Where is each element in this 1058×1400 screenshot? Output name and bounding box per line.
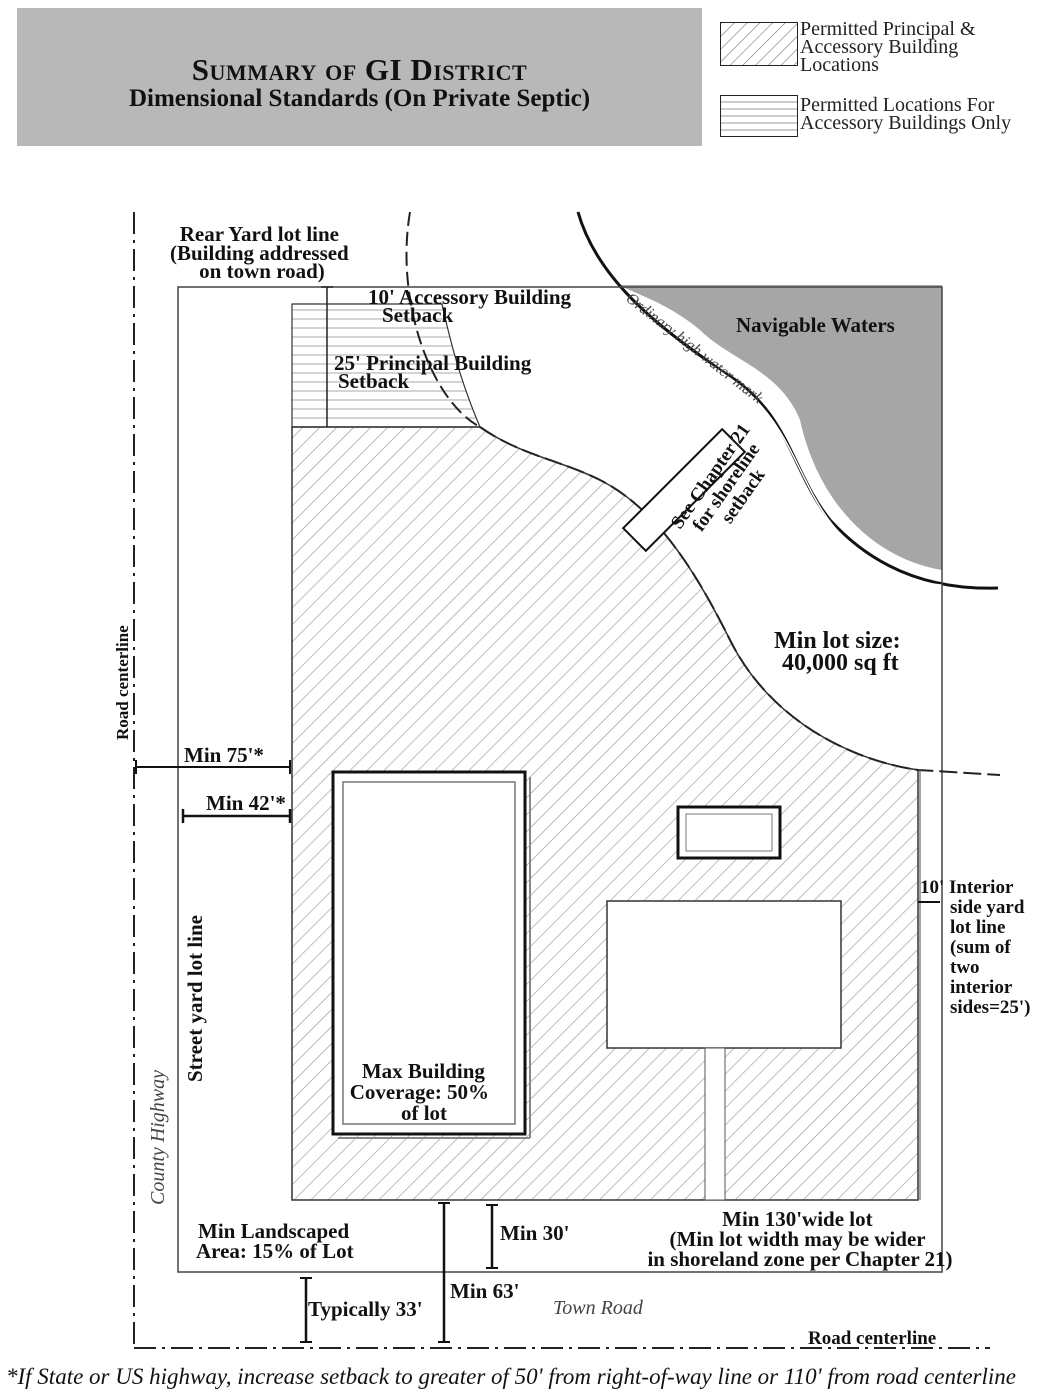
legend-lines-swatch [720,95,798,137]
navigable-waters-label: Navigable Waters [736,313,895,337]
second-building [606,900,842,1049]
min-landscaped-label: Min Landscaped Area: 15% of Lot [196,1219,354,1263]
shoreline-setback-box [621,427,747,553]
legend-hatch-swatch [720,22,798,66]
min-30-label: Min 30' [500,1221,569,1245]
min-75-label: Min 75'* [184,743,264,767]
driveway [704,1047,726,1201]
min-width-label: Min 130'wide lot (Min lot width may be w… [647,1207,952,1271]
accessory-setback-label: 10' Accessory Building Setback [368,285,576,327]
principal-setback-label: 25' Principal Building Setback [334,351,536,393]
title-box: Summary of GI District Dimensional Stand… [17,8,702,146]
rear-yard-label: Rear Yard lot line (Building addressed o… [170,222,354,283]
bottom-road-centerline-label: Road centerline [808,1328,936,1349]
max-coverage-label: Max Building Coverage: 50% of lot [350,1059,495,1125]
town-road-label: Town Road [553,1297,644,1319]
footnote: *If State or US highway, increase setbac… [6,1364,1016,1389]
diagram-title: Summary of GI District [191,52,528,87]
principal-setback-curve [405,211,481,428]
navigable-waters-area [618,285,942,570]
min-63-label: Min 63' [450,1279,519,1303]
lot-boundary [177,286,943,1273]
diagram-subtitle: Dimensional Standards (On Private Septic… [128,85,591,112]
accessory-building [676,805,782,860]
county-highway-label: County Highway [147,1070,169,1205]
high-water-mark-line [576,211,999,590]
interior-side-label: 10' Interior side yard lot line (sum of … [920,877,1031,1018]
principal-building [331,770,527,1136]
typically-33-label: Typically 33' [308,1297,423,1321]
left-road-centerline-label: Road centerline [113,625,132,740]
street-yard-label: Street yard lot line [183,915,207,1082]
min-lot-size-label: Min lot size: 40,000 sq ft [774,628,907,676]
min-42-label: Min 42'* [206,791,286,815]
